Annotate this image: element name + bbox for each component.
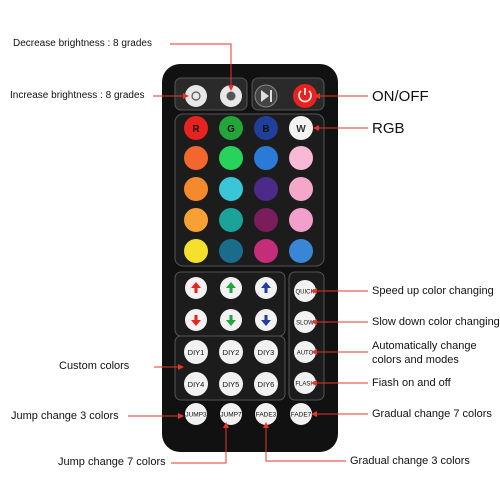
arrow-up-green-button[interactable]	[220, 277, 242, 299]
label-rgb: RGB	[372, 120, 405, 137]
quick-button[interactable]: QUICK	[294, 280, 316, 302]
jump3-button[interactable]: JUMP3	[185, 403, 207, 425]
bottom-button-label: JUMP7	[220, 412, 242, 419]
rgb-button-letter: W	[296, 124, 306, 135]
label-jump3: Jump change 3 colors	[11, 410, 119, 422]
brightness-down-button[interactable]	[185, 85, 207, 107]
rgb-button-g[interactable]: G	[219, 116, 243, 140]
leader-fade3	[265, 425, 346, 462]
bottom-button-label: FADE7	[291, 412, 312, 419]
color-button[interactable]	[254, 239, 278, 263]
label-jump7: Jump change 7 colors	[58, 456, 166, 468]
color-button[interactable]	[289, 208, 313, 232]
arrow-up-icon	[226, 282, 236, 288]
label-custom: Custom colors	[59, 360, 130, 372]
label-increase-brightness: Increase brightness : 8 grades	[10, 90, 145, 101]
rgb-button-b[interactable]: B	[254, 116, 278, 140]
color-button[interactable]	[219, 208, 243, 232]
diy-button-label: DIY5	[223, 380, 240, 389]
arrow-up-red-button[interactable]	[185, 277, 207, 299]
arrow-down-red-button[interactable]	[185, 309, 207, 331]
jump7-button[interactable]: JUMP7	[220, 403, 242, 425]
diy-button-label: DIY1	[188, 348, 205, 357]
slow-button[interactable]: SLOW	[294, 311, 316, 333]
fade3-button[interactable]: FADE3	[255, 403, 277, 425]
diy-button-label: DIY3	[258, 348, 275, 357]
color-button[interactable]	[219, 239, 243, 263]
bottom-buttons: JUMP3 JUMP7 FADE3 FADE7	[185, 403, 312, 425]
power-icon	[298, 90, 312, 103]
color-button[interactable]	[254, 146, 278, 170]
color-button[interactable]	[289, 239, 313, 263]
diy-button-label: DIY4	[188, 380, 205, 389]
fade7-button[interactable]: FADE7	[290, 403, 312, 425]
label-decrease-brightness: Decrease brightness : 8 grades	[13, 38, 152, 49]
leader-lines	[128, 43, 368, 464]
color-button[interactable]	[184, 146, 208, 170]
diy-button-1[interactable]: DIY1	[184, 340, 208, 364]
color-button[interactable]	[219, 177, 243, 201]
arrow-down-icon	[191, 320, 201, 326]
label-gradual3: Gradual change 3 colors	[350, 455, 470, 467]
color-button[interactable]	[184, 239, 208, 263]
play-pause-button[interactable]	[254, 84, 278, 108]
color-panel	[174, 113, 325, 267]
color-button[interactable]	[254, 177, 278, 201]
side-buttons: QUICK SLOW AUTO FLASH	[294, 280, 316, 394]
color-button[interactable]	[254, 208, 278, 232]
diy-button-6[interactable]: DIY6	[254, 372, 278, 396]
arrow-up-icon	[261, 282, 271, 288]
side-panel	[288, 271, 325, 401]
arrow-buttons	[185, 277, 277, 331]
side-button-label: AUTO	[297, 351, 314, 357]
rgb-button-letter: R	[192, 124, 200, 135]
arrow-down-icon	[226, 320, 236, 326]
diy-button-label: DIY6	[258, 380, 275, 389]
leader-arrowheads	[178, 85, 320, 428]
diy-button-label: DIY2	[223, 348, 240, 357]
flash-button[interactable]: FLASH	[294, 372, 316, 394]
color-button[interactable]	[289, 177, 313, 201]
color-button[interactable]	[184, 177, 208, 201]
bottom-button-label: JUMP3	[185, 412, 207, 419]
diy-button-3[interactable]: DIY3	[254, 340, 278, 364]
diy-button-5[interactable]: DIY5	[219, 372, 243, 396]
rgb-button-w[interactable]: W	[289, 116, 313, 140]
arrow-down-blue-button[interactable]	[255, 309, 277, 331]
color-button[interactable]	[184, 208, 208, 232]
rgb-button-r[interactable]: R	[184, 116, 208, 140]
arrow-down-green-button[interactable]	[220, 309, 242, 331]
side-button-label: QUICK	[295, 290, 314, 296]
brightness-up-button[interactable]	[220, 85, 242, 107]
label-auto-line2: colors and modes	[372, 354, 459, 366]
diy-button-2[interactable]: DIY2	[219, 340, 243, 364]
side-button-label: FLASH	[295, 382, 314, 388]
label-gradual7: Gradual change 7 colors	[372, 408, 492, 420]
color-grid	[184, 146, 313, 263]
side-button-label: SLOW	[296, 321, 314, 327]
auto-button[interactable]: AUTO	[294, 341, 316, 363]
arrow-up-icon	[191, 282, 201, 288]
bottom-button-label: FADE3	[256, 412, 277, 419]
leader-jump7	[171, 425, 227, 464]
arrow-down-icon	[261, 320, 271, 326]
power-button[interactable]	[293, 84, 317, 108]
color-button[interactable]	[289, 146, 313, 170]
color-button[interactable]	[219, 146, 243, 170]
arrow-up-blue-button[interactable]	[255, 277, 277, 299]
label-on-off: ON/OFF	[372, 88, 429, 105]
rgb-button-letter: G	[227, 124, 235, 135]
label-auto-line1: Automatically change	[372, 340, 477, 352]
leader-decrease	[170, 43, 232, 88]
label-slow-down: Slow down color changing	[372, 316, 500, 328]
rgb-button-letter: B	[262, 124, 269, 135]
label-speed-up: Speed up color changing	[372, 285, 494, 297]
label-flash: Fiash on and off	[372, 377, 451, 389]
diy-button-4[interactable]: DIY4	[184, 372, 208, 396]
